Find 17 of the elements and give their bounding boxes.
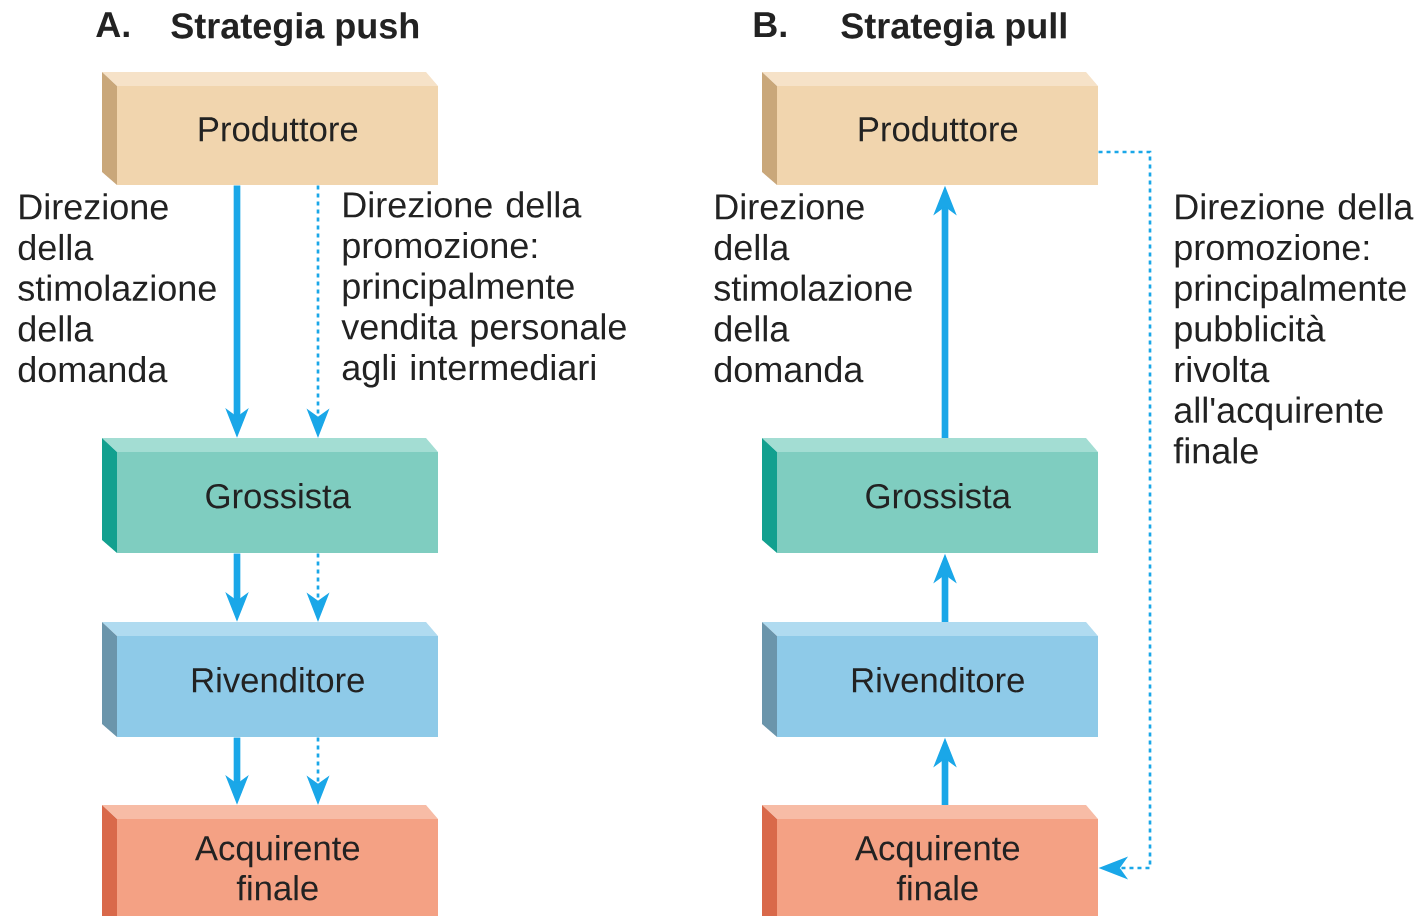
dotted-arrow: [1098, 150, 1152, 880]
panel-letter: B.: [754, 12, 786, 38]
panel-title: Strategia push: [171, 12, 419, 46]
channel-box: Grossista: [102, 438, 438, 553]
annotation-text: Direzione della promozione: principalmente pubblicità rivolta all'acquirente finale: [1173, 193, 1414, 464]
channel-box: Grossista: [762, 438, 1098, 553]
channel-box: Acquirente finale: [102, 805, 438, 916]
annotation-text: Direzione della stimolazione della domanda: [714, 193, 912, 383]
channel-box: Produttore: [762, 72, 1098, 185]
channel-box: Rivenditore: [762, 622, 1098, 737]
annotation-text: Direzione della stimolazione della domanda: [18, 193, 216, 383]
panel-letter: A.: [96, 12, 129, 38]
panel-title: Strategia pull: [841, 12, 1066, 46]
channel-box: Produttore: [102, 72, 438, 185]
channel-box: Acquirente finale: [762, 805, 1098, 916]
channel-box: Rivenditore: [102, 622, 438, 737]
annotation-text: Direzione della promozione: principalmente vendita personale agli intermediari: [341, 191, 626, 388]
